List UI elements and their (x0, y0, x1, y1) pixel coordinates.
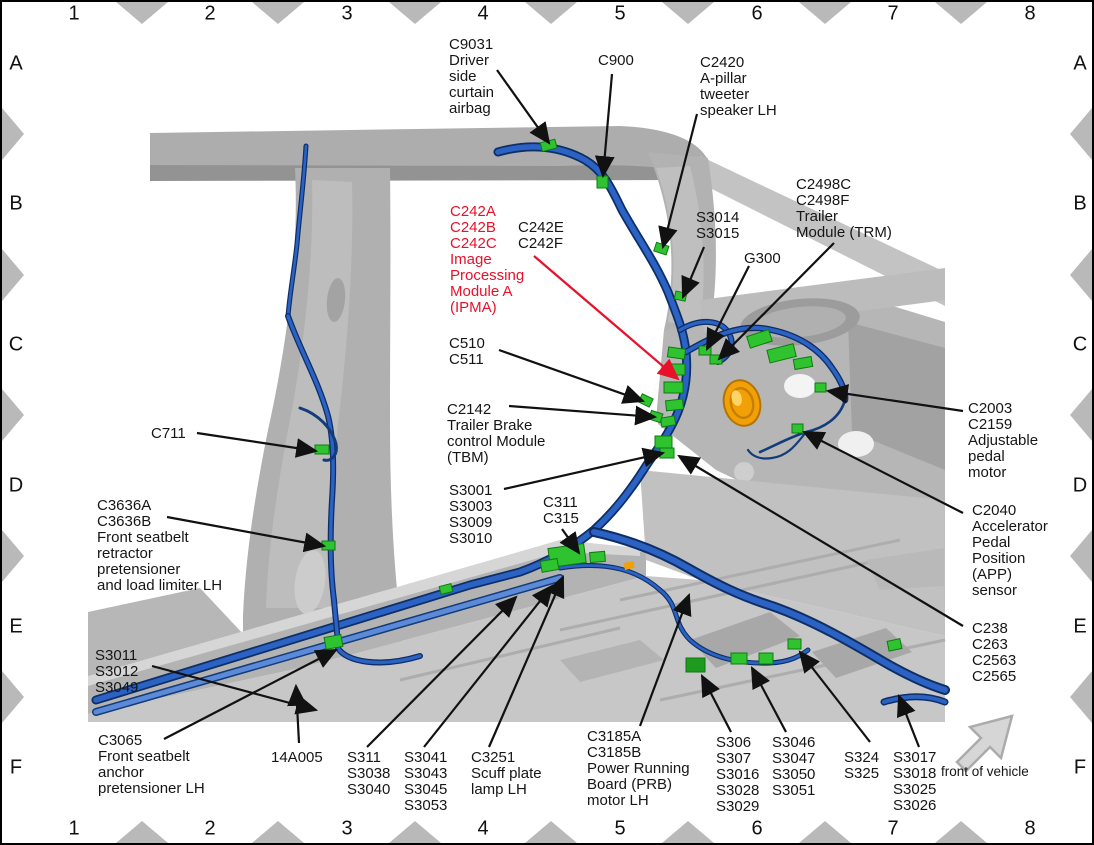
grid-col-top-8: 8 (1024, 2, 1036, 25)
grid-col-bottom-4: 4 (477, 817, 489, 840)
grid-row-right-E: E (1073, 615, 1087, 638)
callout-s324: S324 S325 (844, 749, 880, 782)
callout-g300: G300 (744, 250, 781, 267)
callout-c711: C711 (151, 425, 186, 442)
grid-row-left-C: C (8, 333, 24, 356)
grid-col-bottom-7: 7 (887, 817, 899, 840)
callout-c510: C510 C511 (449, 335, 485, 368)
callout-c3251: C3251 Scuff plate lamp LH (471, 749, 542, 798)
callout-c3065: C3065 Front seatbelt anchor pretensioner… (98, 732, 205, 797)
callout-s306: S306 S307 S3016 S3028 S3029 (716, 734, 760, 815)
grid-col-top-6: 6 (751, 2, 763, 25)
grid-col-bottom-1: 1 (68, 817, 80, 840)
callout-c242a-ipma: C242A C242B C242C Image Processing Modul… (450, 203, 525, 316)
grid-col-top-5: 5 (614, 2, 626, 25)
front-of-vehicle-label: front of vehicle (941, 764, 1029, 779)
grid-col-top-3: 3 (341, 2, 353, 25)
grid-row-right-B: B (1073, 192, 1087, 215)
red-leader-line-ipma (533, 255, 680, 381)
callout-s3017: S3017 S3018 S3025 S3026 (893, 749, 937, 814)
grid-col-top-2: 2 (204, 2, 216, 25)
grid-row-left-F: F (9, 756, 23, 779)
grid-row-right-C: C (1072, 333, 1088, 356)
callout-c900: C900 (598, 52, 634, 69)
grid-row-right-D: D (1072, 474, 1088, 497)
harness-grommet (722, 379, 762, 427)
grid-row-right-A: A (1073, 52, 1087, 75)
grid-col-top-4: 4 (477, 2, 489, 25)
callout-c9031: C9031 Driver side curtain airbag (449, 36, 495, 117)
grid-row-left-E: E (9, 615, 23, 638)
grid-row-left-B: B (9, 192, 23, 215)
grid-col-top-1: 1 (68, 2, 80, 25)
callout-c3636: C3636A C3636B Front seatbelt retractor p… (97, 497, 223, 594)
leader-lines (151, 69, 964, 748)
front-of-vehicle-arrow-icon (955, 714, 1014, 773)
callout-s3001: S3001 S3003 S3009 S3010 (449, 482, 493, 547)
callout-s3011: S3011 S3012 S3049 (95, 647, 139, 696)
callout-c242e: C242E C242F (518, 219, 564, 252)
grid-col-bottom-6: 6 (751, 817, 763, 840)
callout-c2498: C2498C C2498F Trailer Module (TRM) (796, 176, 892, 241)
grid-col-bottom-2: 2 (204, 817, 216, 840)
callout-s3046: S3046 S3047 S3050 S3051 (772, 734, 816, 799)
callout-c2142: C2142 Trailer Brake control Module (TBM) (447, 401, 546, 466)
grid-row-left-A: A (9, 52, 23, 75)
callout-14a005: 14A005 (271, 749, 323, 766)
grid-col-bottom-8: 8 (1024, 817, 1036, 840)
callout-s311: S311 S3038 S3040 (347, 749, 391, 798)
grid-col-bottom-3: 3 (341, 817, 353, 840)
callout-c2003: C2003 C2159 Adjustable pedal motor (968, 400, 1039, 481)
grid-row-right-F: F (1073, 756, 1087, 779)
grid-col-bottom-5: 5 (614, 817, 626, 840)
harness-tape-marker (623, 561, 635, 570)
grid-col-top-7: 7 (887, 2, 899, 25)
body-structure (88, 126, 946, 722)
callout-s3014: S3014 S3015 (696, 209, 740, 242)
callout-c3185: C3185A C3185B Power Running Board (PRB) … (587, 728, 690, 809)
callout-s3041: S3041 S3043 S3045 S3053 (404, 749, 448, 814)
callout-c2040: C2040 Accelerator Pedal Position (APP) s… (972, 502, 1048, 599)
callout-c2420: C2420 A-pillar tweeter speaker LH (700, 54, 777, 119)
grid-row-left-D: D (8, 474, 24, 497)
callout-c238: C238 C263 C2563 C2565 (972, 620, 1017, 685)
callout-c311: C311 C315 (543, 494, 579, 527)
